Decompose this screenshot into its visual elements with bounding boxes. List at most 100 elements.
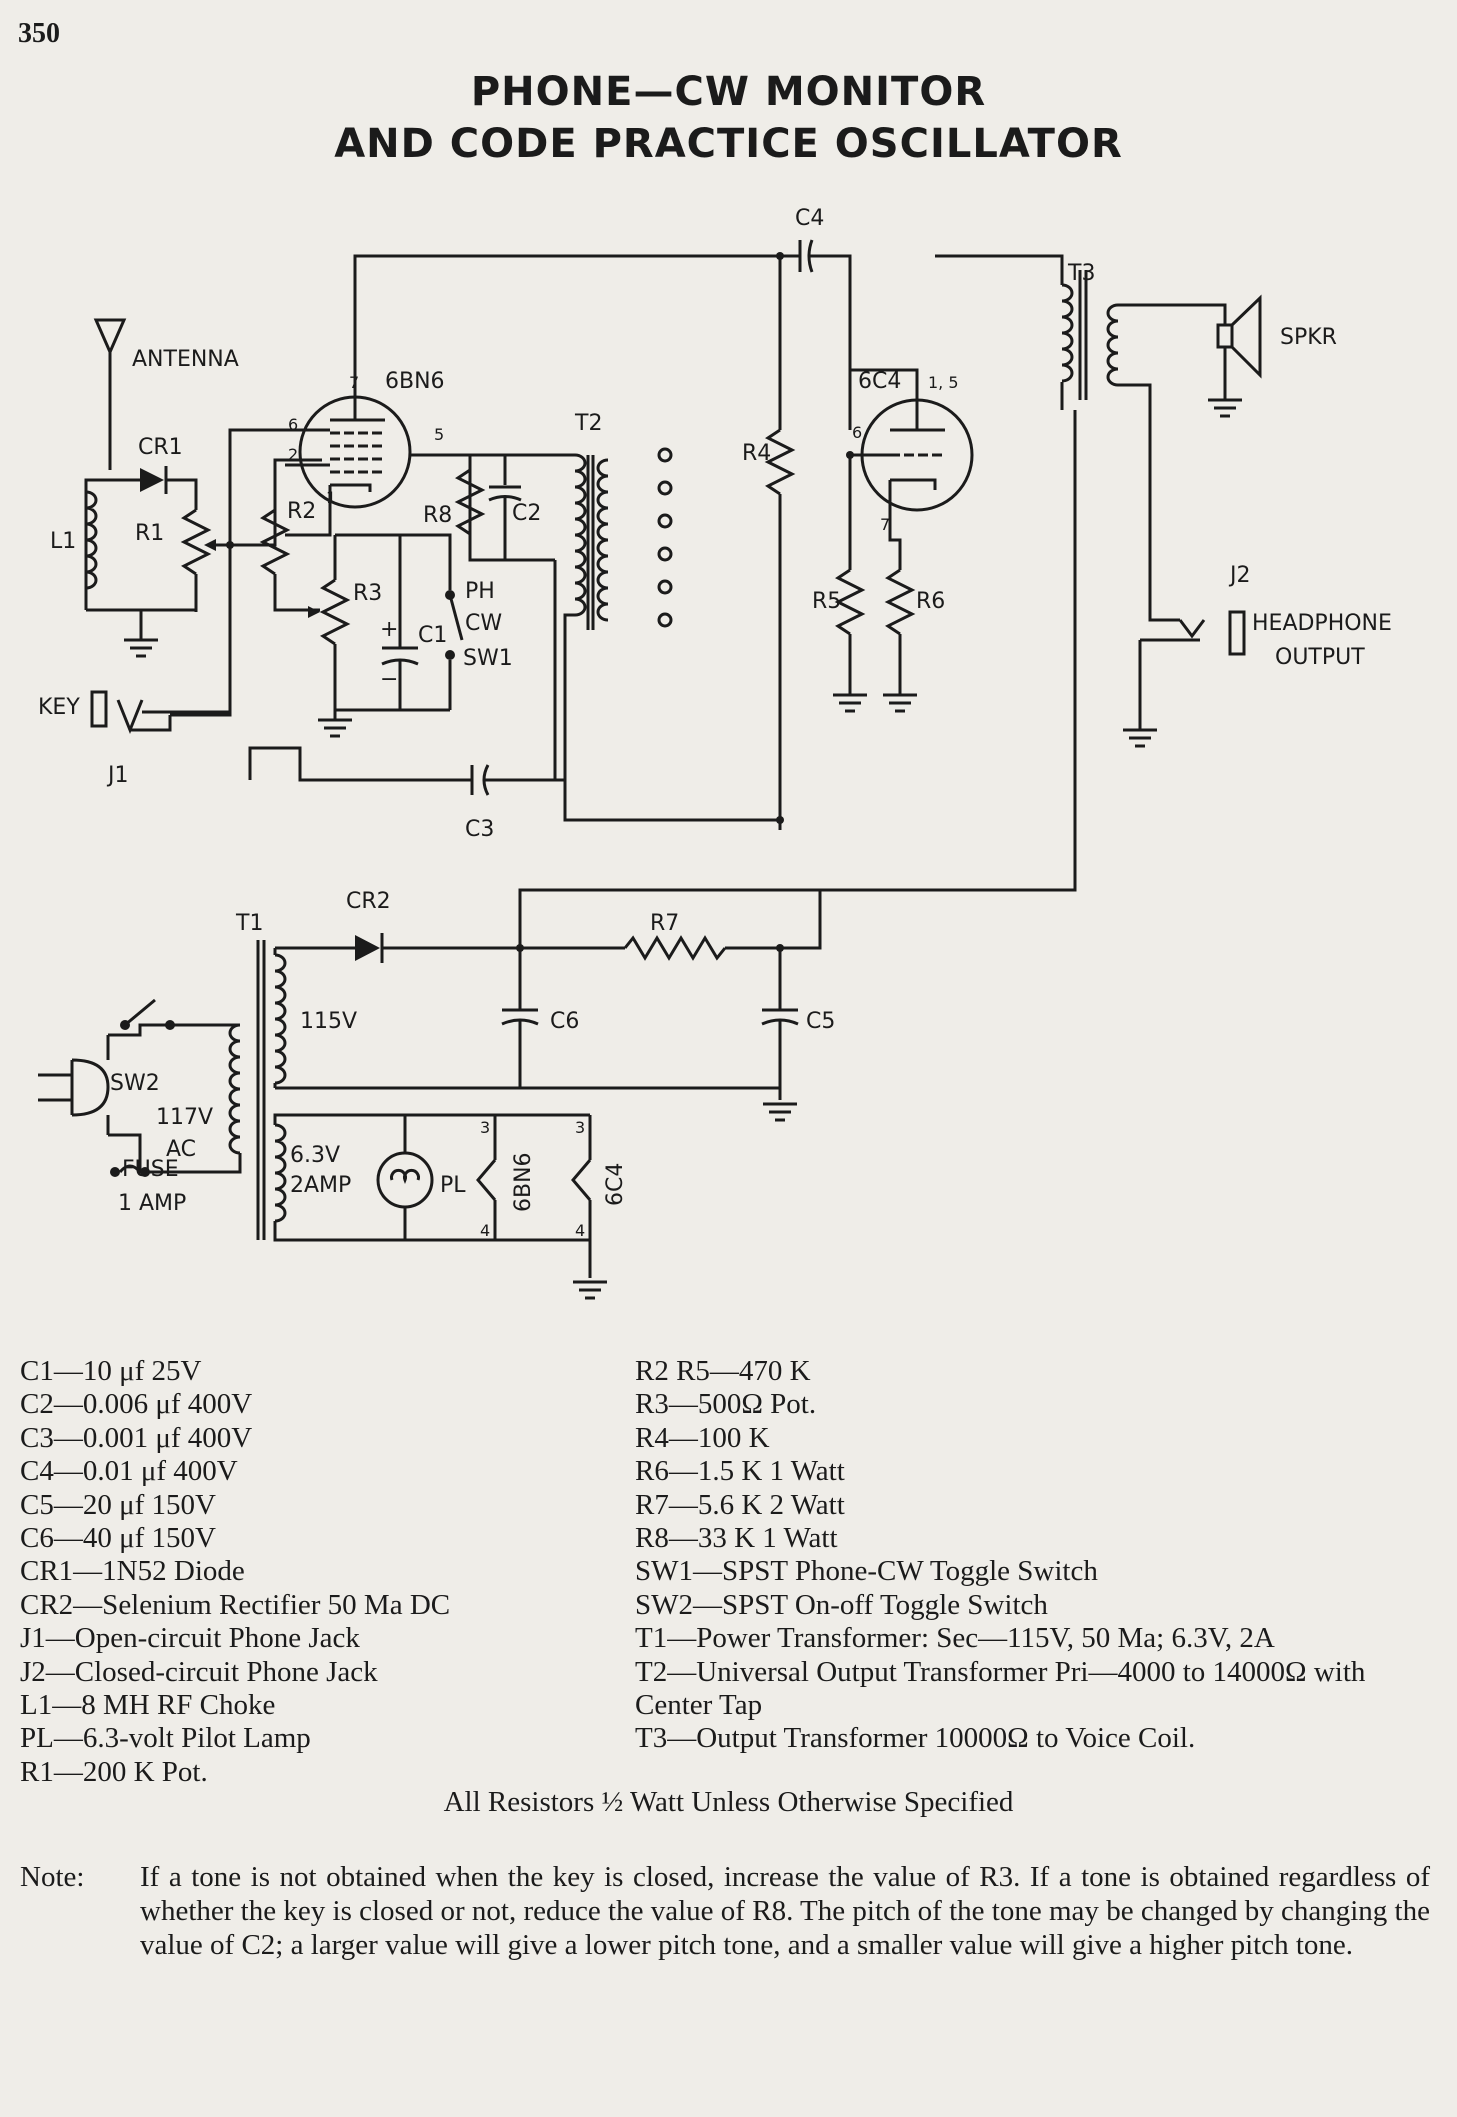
resistor-r4 [764, 428, 796, 496]
list-item: C2—0.006 μf 400V [20, 1388, 253, 1421]
c1-plus-sign: + [380, 617, 398, 642]
ground-symbol [763, 1102, 797, 1122]
list-item: CR1—1N52 Diode [20, 1555, 245, 1588]
list-item: C5—20 μf 150V [20, 1488, 216, 1521]
capacitor-c5 [761, 948, 799, 1088]
transformer-t3 [1061, 270, 1119, 400]
choke-l1 [84, 485, 98, 610]
label-r7: R7 [650, 911, 679, 936]
label-r4: R4 [742, 441, 771, 466]
label-ph: PH [465, 579, 495, 604]
list-item: C3—0.001 μf 400V [20, 1421, 253, 1454]
label-heater-6bn6: 6BN6 [511, 1152, 536, 1212]
label-key: KEY [38, 695, 80, 720]
label-c5: C5 [806, 1009, 835, 1034]
label-r6: R6 [916, 589, 945, 614]
label-spkr: SPKR [1280, 325, 1337, 350]
resistor-footnote: All Resistors ½ Watt Unless Otherwise Sp… [443, 1786, 1014, 1818]
title-line-2: AND CODE PRACTICE OSCILLATOR [334, 121, 1123, 167]
list-item: SW1—SPST Phone-CW Toggle Switch [635, 1555, 1098, 1588]
wire-top-bus [353, 254, 795, 405]
label-c4: C4 [795, 206, 824, 231]
pin-label: 6 [852, 423, 862, 442]
pin-label: 1 [326, 488, 336, 507]
ground-symbol [573, 1280, 607, 1300]
list-item: CR2—Selenium Rectifier 50 Ma DC [20, 1588, 451, 1621]
diode-cr1 [140, 466, 168, 494]
resistor-r7 [623, 935, 727, 961]
label-6-3v: 6.3V [290, 1143, 340, 1168]
ground-symbol [833, 693, 867, 713]
list-item: J2—Closed-circuit Phone Jack [20, 1655, 378, 1688]
tube-6bn6 [298, 395, 412, 509]
label-t2: T2 [574, 411, 602, 436]
label-1amp: 1 AMP [118, 1191, 186, 1216]
list-item: C1—10 μf 25V [20, 1355, 202, 1387]
label-antenna: ANTENNA [132, 347, 239, 372]
pin-label: 7 [349, 373, 359, 392]
resistor-r5 [834, 568, 866, 636]
label-r1: R1 [135, 521, 164, 546]
list-item: R2 R5—470 K [635, 1355, 811, 1387]
potentiometer-r1 [180, 508, 230, 612]
label-output: OUTPUT [1275, 645, 1365, 670]
label-r8: R8 [423, 503, 452, 528]
label-ac: AC [166, 1137, 196, 1162]
list-item: C4—0.01 μf 400V [20, 1455, 238, 1488]
label-r3: R3 [353, 581, 382, 606]
list-item: R8—33 K 1 Watt [635, 1522, 838, 1555]
pin-label: 7 [880, 515, 890, 534]
list-item: J1—Open-circuit Phone Jack [20, 1622, 360, 1655]
list-item: C6—40 μf 150V [20, 1522, 216, 1555]
parts-list-right: R2 R5—470 K R3—500Ω Pot. R4—100 K R6—1.5… [635, 1355, 1435, 1756]
c1-minus-sign: − [380, 667, 398, 692]
ground-symbol [1208, 398, 1242, 418]
list-item: L1—8 MH RF Choke [20, 1689, 276, 1722]
list-item: R1—200 K Pot. [20, 1755, 208, 1788]
label-heater-6c4: 6C4 [603, 1163, 628, 1206]
label-r2: R2 [287, 499, 316, 524]
list-item: R7—5.6 K 2 Watt [635, 1488, 845, 1521]
list-item: R6—1.5 K 1 Watt [635, 1455, 845, 1488]
list-item: T3—Output Transformer 10000Ω to Voice Co… [635, 1722, 1196, 1755]
label-tube1: 6BN6 [385, 369, 445, 394]
ground-symbol [883, 693, 917, 713]
label-117v: 117V [156, 1105, 213, 1130]
label-headphone: HEADPHONE [1252, 611, 1392, 636]
switch-sw1 [445, 590, 464, 710]
pin-label: 6 [288, 415, 298, 434]
diode-cr2 [355, 933, 384, 963]
page-title: PHONE—CW MONITOR AND CODE PRACTICE OSCIL… [0, 66, 1457, 170]
ac-plug [38, 1035, 110, 1135]
switch-sw2 [120, 998, 175, 1030]
resistor-r6 [884, 568, 916, 636]
heater-6bn6 [476, 1115, 497, 1240]
label-cr2: CR2 [346, 889, 391, 914]
label-sw2: SW2 [110, 1071, 160, 1096]
label-c1: C1 [418, 623, 447, 648]
list-item: SW2—SPST On-off Toggle Switch [635, 1588, 1048, 1621]
note-text: If a tone is not obtained when the key i… [140, 1861, 1430, 1961]
capacitor-c2 [488, 455, 522, 560]
pin-label: 3 [575, 1118, 585, 1137]
label-pl: PL [440, 1173, 466, 1198]
label-c6: C6 [550, 1009, 579, 1034]
headphone-jack-j2 [1140, 610, 1246, 656]
label-c2: C2 [512, 501, 541, 526]
list-item: T2—Universal Output Transformer Pri—4000… [635, 1655, 1366, 1722]
list-item: PL—6.3-volt Pilot Lamp [20, 1722, 311, 1755]
title-line-1: PHONE—CW MONITOR [470, 69, 987, 115]
label-t1: T1 [235, 911, 263, 936]
pin-label: 4 [575, 1221, 585, 1240]
label-t3: T3 [1067, 261, 1095, 286]
label-c3: C3 [465, 817, 494, 842]
capacitor-c6 [501, 948, 539, 1088]
list-item: R3—500Ω Pot. [635, 1388, 817, 1421]
potentiometer-r3 [308, 578, 351, 646]
transformer-t2 [574, 447, 673, 630]
label-l1: L1 [50, 529, 76, 554]
label-tube2: 6C4 [858, 369, 901, 394]
pin-label: 5 [434, 425, 444, 444]
resistor-r2 [259, 508, 291, 576]
label-cw: CW [465, 611, 502, 636]
